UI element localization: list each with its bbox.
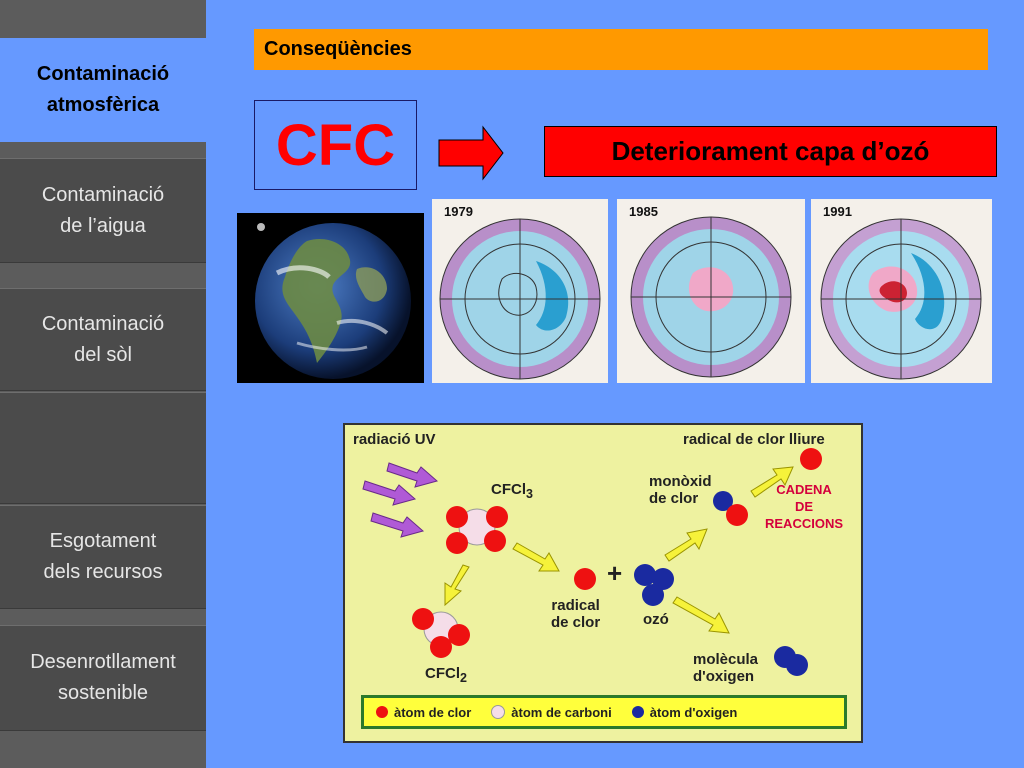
uv-label: radiació UV [353,431,436,448]
effect-box: Deteriorament capa d’ozó [544,126,997,177]
nav-item-water[interactable]: Contaminació de l’aigua [0,158,206,263]
map-year: 1985 [629,204,658,219]
nav-item-atmospheric[interactable]: Contaminació atmosfèrica [0,38,206,142]
free-radical-label: radical de clor lliure [683,431,825,448]
cfcl2-label: CFCl2 [425,665,467,685]
diagram-legend: àtom de clor àtom de carboni àtom d'oxig… [361,695,847,729]
legend-swatch [631,706,644,718]
ozone-map-1991: 1991 [811,199,992,383]
legend-item: àtom de carboni [491,705,612,720]
legend-item: àtom de clor [376,705,471,720]
nav-label: Desenrotllament sostenible [30,651,176,704]
legend-swatch [376,706,388,718]
nav-label: Esgotament dels recursos [43,530,163,583]
ozone-depletion-diagram: radiació UV CFCl3 CFCl2 radical de clor … [343,423,863,743]
legend-swatch [491,705,506,719]
map-year: 1991 [823,204,852,219]
nav-item-sustainable[interactable]: Desenrotllament sostenible [0,625,206,731]
plus-sign: + [607,558,623,588]
sidebar-nav: Contaminació atmosfèrica Contaminació de… [0,0,206,768]
ozone-map-1985: 1985 [617,199,805,383]
chain-reaction-label: CADENA DE REACCIONS [765,482,844,531]
legend-item: àtom d'oxigen [631,705,737,720]
nav-item-resources[interactable]: Esgotament dels recursos [0,505,206,609]
nav-item-soil[interactable]: Contaminació del sòl [0,288,206,391]
nav-label: Contaminació de l’aigua [41,183,165,237]
ozone-map-1979: 1979 [432,199,608,383]
radical-label: radical de clor [551,597,601,631]
nav-item-empty[interactable] [0,392,206,504]
ozone-label: ozó [643,611,669,628]
map-year: 1979 [444,204,473,219]
cause-box: CFC [254,100,417,190]
arrow-right-icon [438,125,504,181]
oxygen-molecule-label: molècula d'oxigen [693,651,759,685]
cfcl3-label: CFCl3 [491,481,533,501]
earth-image [237,213,424,383]
nav-label: Contaminació del sòl [41,312,165,366]
page-title: Conseqüències [254,29,988,70]
nav-label: Contaminació atmosfèrica [36,63,170,116]
monoxide-label: monòxid de clor [649,473,712,507]
